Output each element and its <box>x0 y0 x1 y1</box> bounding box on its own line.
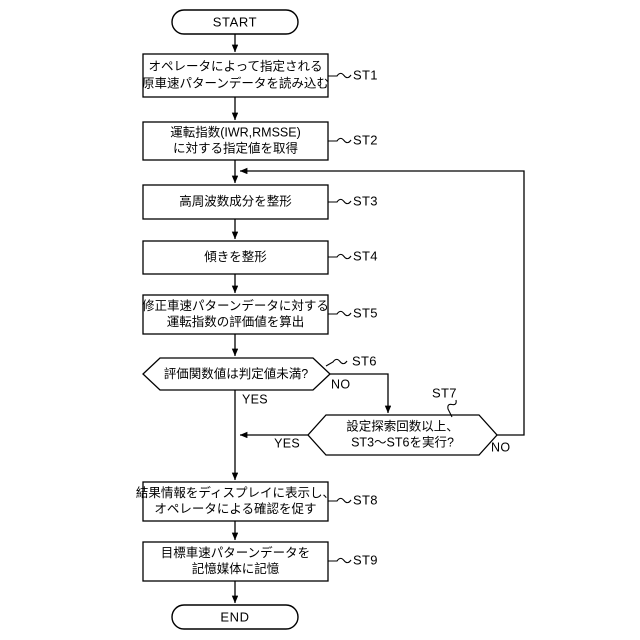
st2-text-line-2: に対する指定値を取得 <box>173 140 298 155</box>
connector-st7-no-feedback-loop <box>239 167 525 436</box>
st8-step-label: ST8 <box>353 492 378 507</box>
connectors <box>231 34 525 604</box>
st2-text-line-1: 運転指数(IWR,RMSSE) <box>170 124 301 139</box>
st4-shape <box>142 240 329 275</box>
node-st5: 修正車速パターンデータに対する 運転指数の評価値を算出 ST5 <box>142 294 378 335</box>
st6-shape <box>142 357 331 391</box>
st4-step-label: ST4 <box>353 248 378 263</box>
st6-step-label: ST6 <box>352 353 377 368</box>
end-label: END <box>220 609 249 624</box>
st8-text-line-1: 結果情報をディスプレイに表示し、 <box>136 485 335 500</box>
st7-yes-label: YES <box>274 436 300 450</box>
st1-text-line-2: 原車速パターンデータを読み込む <box>142 75 329 90</box>
connector-st6-no-to-st7 <box>330 373 392 414</box>
start-shape <box>171 9 299 35</box>
st1-step-label: ST1 <box>353 67 378 82</box>
st8-leader-line <box>328 497 352 504</box>
st8-text-line-2: オペレータによる確認を促す <box>154 501 316 516</box>
st3-shape <box>142 184 329 220</box>
st7-no-label: NO <box>491 440 510 454</box>
terminator-end: END <box>171 604 299 630</box>
node-st4: 傾きを整形 ST4 <box>142 240 378 275</box>
st4-leader-line <box>328 253 352 260</box>
end-shape <box>171 604 299 630</box>
node-st7: 設定探索回数以上、 ST3～ST6を実行? ST7 YES NO <box>274 385 510 456</box>
st2-step-label: ST2 <box>353 132 378 147</box>
st7-step-label: ST7 <box>432 385 457 400</box>
st4-text-line-1: 傾きを整形 <box>204 249 267 264</box>
node-st6: 評価関数値は判定値未満? ST6 NO YES <box>142 353 377 406</box>
st7-text-line-2: ST3～ST6を実行? <box>351 434 454 449</box>
st9-shape <box>142 541 329 582</box>
st6-text-line-1: 評価関数値は判定値未満? <box>164 366 309 381</box>
st9-leader-line <box>328 557 352 564</box>
st1-text-line-1: オペレータによって指定される <box>148 58 322 73</box>
node-st2: 運転指数(IWR,RMSSE) に対する指定値を取得 ST2 <box>142 121 378 161</box>
st7-leader-line <box>447 399 457 418</box>
st5-shape <box>142 294 329 335</box>
start-label: START <box>213 14 257 29</box>
st6-no-label: NO <box>331 377 350 391</box>
st5-leader-line <box>328 310 352 317</box>
st5-text-line-2: 運転指数の評価値を算出 <box>167 314 305 329</box>
st9-step-label: ST9 <box>353 552 378 567</box>
node-st3: 高周波数成分を整形 ST3 <box>142 184 378 220</box>
st3-leader-line <box>328 198 352 205</box>
st9-text-line-2: 記憶媒体に記憶 <box>192 561 280 576</box>
st3-step-label: ST3 <box>353 193 378 208</box>
st1-leader-line <box>328 72 352 79</box>
st1-shape <box>142 53 329 98</box>
st3-text-line-1: 高周波数成分を整形 <box>179 193 292 208</box>
st7-shape <box>307 414 498 456</box>
node-st9: 目標車速パターンデータを 記憶媒体に記憶 ST9 <box>142 541 378 582</box>
st5-step-label: ST5 <box>353 305 378 320</box>
st5-text-line-1: 修正車速パターンデータに対する <box>142 298 329 313</box>
st6-leader-line <box>325 358 348 367</box>
st2-leader-line <box>328 137 352 144</box>
node-st1: オペレータによって指定される 原車速パターンデータを読み込む ST1 <box>142 53 378 98</box>
terminator-start: START <box>171 9 299 35</box>
st9-text-line-1: 目標車速パターンデータを <box>161 545 310 560</box>
st6-yes-label: YES <box>242 392 268 406</box>
st7-text-line-1: 設定探索回数以上、 <box>346 418 459 433</box>
node-st8: 結果情報をディスプレイに表示し、 オペレータによる確認を促す ST8 <box>136 481 378 522</box>
st8-shape <box>142 481 329 522</box>
